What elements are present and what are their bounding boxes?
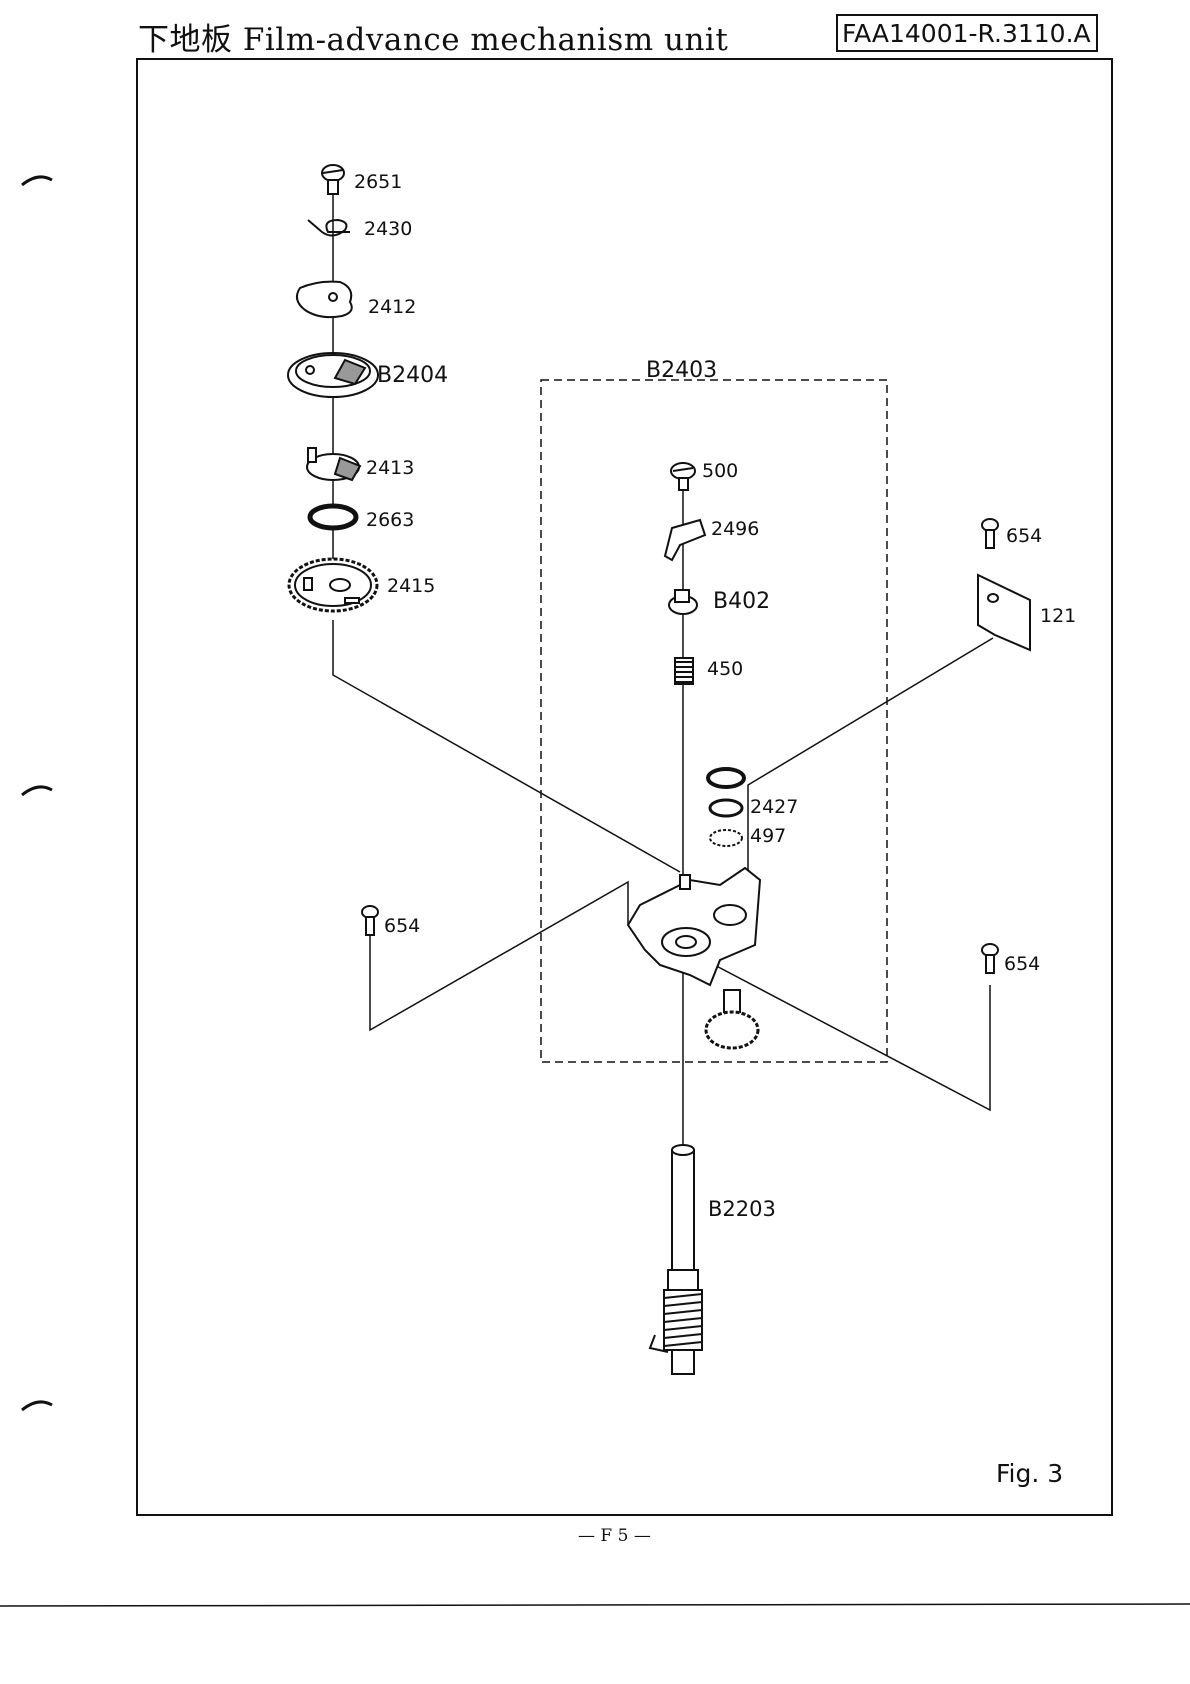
leader-left-654	[370, 882, 628, 1030]
part-label: 2651	[354, 171, 402, 193]
part-label: 654	[384, 915, 420, 937]
part-label: 2663	[366, 509, 414, 531]
part-2415-hub	[330, 579, 350, 591]
part-B2203-collar	[668, 1270, 698, 1290]
part-2412-plate	[297, 282, 352, 318]
part-2427-bearing	[708, 769, 744, 787]
part-2430-spring	[308, 220, 350, 236]
part-B2203-end	[672, 1350, 694, 1374]
figure-label: Fig. 3	[996, 1459, 1063, 1488]
part-B2404-hole	[306, 366, 314, 374]
part-497-clip	[710, 830, 742, 846]
part-2651-shank	[328, 180, 338, 194]
part-label: 2496	[711, 518, 759, 540]
base-plate	[628, 868, 760, 985]
part-label: 654	[1004, 953, 1040, 975]
part-label: 497	[750, 825, 786, 847]
part-121-plate	[978, 575, 1030, 650]
part-2427-ring	[710, 800, 742, 816]
part-2496-lever	[665, 520, 705, 560]
part-label: 450	[707, 658, 743, 680]
part-2412-hole	[329, 293, 337, 301]
part-label: 2427	[750, 796, 798, 818]
base-plate-hub	[676, 936, 696, 948]
part-B2203-shaft	[672, 1150, 694, 1270]
base-plate-hole	[714, 905, 746, 925]
page-number: — F 5 —	[578, 1526, 651, 1546]
part-label: 121	[1040, 605, 1076, 627]
part-121-hole	[988, 594, 998, 602]
part-B402-boss	[675, 590, 689, 602]
part-2413-pin	[308, 448, 316, 462]
part-label: B2203	[708, 1197, 776, 1221]
assembly-label: B2403	[646, 358, 717, 383]
part-label: 2415	[387, 575, 435, 597]
part-label: 654	[1006, 525, 1042, 547]
part-654-shank	[366, 917, 374, 935]
part-label: 2413	[366, 457, 414, 479]
part-654-shank	[986, 530, 994, 548]
part-label: 500	[702, 460, 738, 482]
part-label: 2430	[364, 218, 412, 240]
part-label: 2412	[368, 296, 416, 318]
leader-gear-to-plate	[333, 620, 680, 872]
part-label: B402	[713, 589, 770, 614]
part-2415-slot	[345, 598, 359, 603]
lower-gear	[706, 1012, 758, 1048]
part-500-shank	[679, 478, 688, 490]
part-2663-washer	[310, 506, 356, 528]
base-plate-post	[680, 875, 690, 889]
part-B2203-top	[672, 1145, 694, 1155]
part-2415-slot	[304, 578, 312, 590]
part-label: B2404	[377, 363, 448, 388]
part-654-shank	[986, 955, 994, 973]
part-B2404-disc	[288, 353, 378, 397]
